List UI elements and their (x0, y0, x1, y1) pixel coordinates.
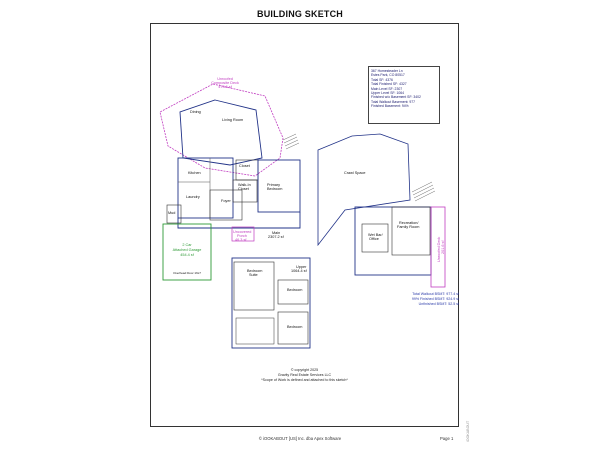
stairs-basement (411, 181, 436, 202)
side-stamp: iOOKABOUT (466, 420, 470, 442)
bedroom-3-label: Bedroom (287, 325, 302, 329)
page-title: BUILDING SKETCH (257, 9, 343, 19)
main-label-1: Main (272, 231, 280, 235)
porch-box (231, 226, 255, 242)
deck-label-1: Unroofed (217, 77, 233, 81)
info-line: Total Walkout Basement: 977 (371, 99, 415, 104)
walkin-label-2: Closet (238, 187, 250, 191)
garage-label-2: Attached Garage (173, 248, 202, 252)
garage-door-label: Overhead Door 16x7 (173, 271, 201, 275)
basement-stats: Total Walkout BSMT: 977.4 sf 99% Finishe… (349, 292, 459, 307)
bed-suite-label-2: Suite (249, 273, 258, 277)
deck-label-2: Composite Deck (211, 81, 239, 85)
copyright-line-3: *Scope of Work is defined and attached t… (261, 378, 348, 382)
primary-label-2: Bedroom (267, 187, 282, 191)
unroofed-deck-label-1: Unroofed Deck (437, 237, 441, 262)
info-line: Total Finished SF: 4327 (371, 82, 407, 87)
main-outline (177, 212, 301, 229)
porch-label-2: Porch (237, 234, 247, 238)
upper-label-1: Upper (296, 265, 307, 269)
upper-bath-box (235, 317, 275, 345)
stairs-deck (282, 133, 300, 150)
info-line: Total SF: 4376 (371, 77, 393, 82)
software-credit: © iOOKABOUT [US] Inc. dba Apex Software (258, 436, 342, 441)
wet-bar-label-1: Wet Bar/ (368, 233, 384, 237)
kitchen-block (177, 157, 234, 219)
wet-bar-box (361, 223, 389, 253)
upper-label-2: 1064.4 sf (291, 269, 308, 273)
info-line: Main Level SF: 2307 (371, 86, 403, 91)
info-line: Estes Park, CO 80517 (371, 73, 405, 78)
info-line: Upper Level SF: 1064 (371, 91, 404, 96)
info-line: Finished w/o Basement SF: 3402 (371, 95, 421, 100)
walkin-label-1: Walk-In (238, 183, 251, 187)
walkin-closet-box (232, 179, 258, 203)
kitchen-label: Kitchen (188, 171, 201, 175)
basement-outline (354, 206, 432, 276)
bedroom-2-box (277, 279, 309, 305)
garage-box (162, 223, 212, 281)
upper-outline (231, 257, 311, 349)
mud-room-box (166, 204, 182, 224)
recreation-label-2: Family Room (397, 225, 419, 229)
recreation-label-1: Recreation/ (399, 221, 419, 225)
property-info-box: 367 Homesteader Ln Estes Park, CO 80517 … (368, 66, 440, 124)
bedroom-2-label: Bedroom (287, 288, 302, 292)
living-room-outline (179, 99, 263, 166)
wet-bar-label-2: Office (369, 237, 379, 241)
info-line: 367 Homesteader Ln (371, 69, 403, 73)
bsmt-stat-line: Unfinished BSMT: 52.5 sf (418, 301, 459, 306)
bsmt-stat-line: 99% Finished BSMT: 924.9 sf (411, 296, 459, 301)
copyright-line-1: © copyright 2025 (290, 368, 319, 372)
bedroom-3-box (277, 311, 309, 345)
garage-label-3: 454.4 sf (180, 253, 194, 257)
foyer-label: Foyer (221, 199, 231, 203)
deck-outline (159, 83, 284, 177)
crawl-label: Crawl Space (344, 171, 366, 175)
primary-label-1: Primary (267, 183, 280, 187)
sketch-frame (150, 23, 459, 427)
unroofed-deck-label-2: 201.6 sf (441, 240, 445, 254)
unroofed-deck-box (430, 206, 446, 288)
laundry-label: Laundry (186, 195, 200, 199)
copyright-line-2: Gravity Real Estate Services LLC (277, 373, 332, 377)
dining-label: Dining (190, 110, 201, 114)
crawl-space-outline (317, 133, 411, 247)
bedroom-suite-box (233, 261, 275, 311)
primary-bedroom-box (257, 159, 301, 213)
bsmt-stat-line: Total Walkout BSMT: 977.4 sf (412, 292, 459, 296)
main-label-2: 2307.2 sf (268, 235, 285, 239)
recreation-box (391, 206, 431, 256)
page-label: Page 1 (440, 436, 454, 441)
info-line: Finished Basement: 94% (371, 104, 409, 109)
deck-label-3: 473.6 sf (218, 85, 232, 89)
bed-suite-label-1: Bedroom (247, 269, 262, 273)
mud-label: Mud (168, 211, 175, 215)
living-label: Living Room (222, 118, 243, 122)
porch-label-3: 46.3 sf (235, 238, 247, 242)
porch-label-1: Uncovered (233, 230, 251, 234)
foyer-box (209, 189, 243, 221)
garage-label-1: 2 Car (182, 243, 192, 247)
closet-label: Closet (239, 164, 251, 168)
